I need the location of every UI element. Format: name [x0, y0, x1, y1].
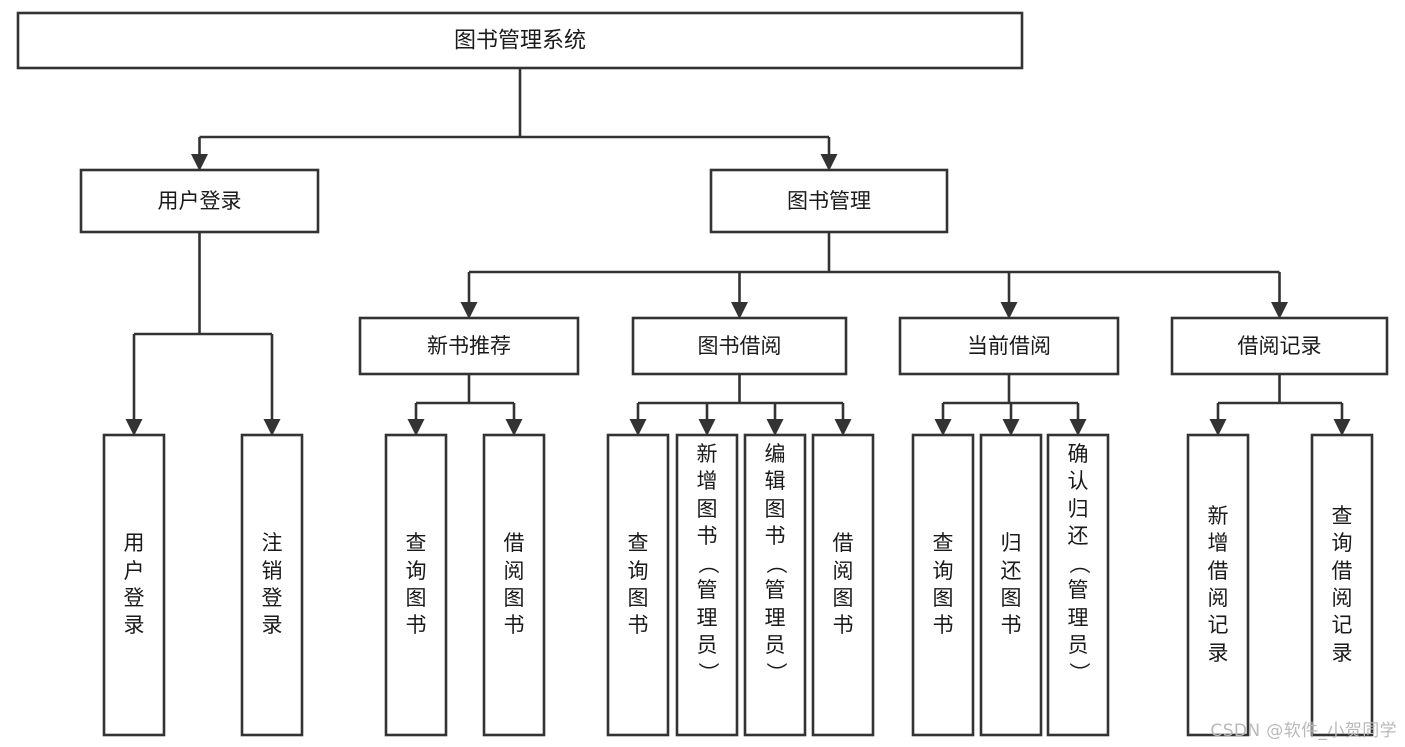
node-leaf-query-book[interactable]: [606, 433, 670, 737]
node-box-leaf-add-record: [1186, 433, 1250, 737]
node-box-leaf-logout: [240, 433, 304, 737]
node-box-leaf-edit-book: [743, 433, 807, 737]
node-box-book-manage: [709, 168, 949, 234]
node-label-new-book-recommend: 新书推荐: [427, 334, 511, 358]
node-box-leaf-add-book: [675, 433, 739, 737]
node-label-book-manage: 图书管理: [787, 189, 871, 213]
node-book-manage[interactable]: 图书管理: [709, 168, 949, 234]
node-leaf-borrow-book-rec[interactable]: [482, 433, 546, 737]
node-box-leaf-borrow-book: [811, 433, 875, 737]
node-leaf-user-login[interactable]: [102, 433, 166, 737]
connector-group-book-manage: [460, 232, 1288, 319]
node-leaf-query-book-rec[interactable]: [384, 433, 448, 737]
node-book-borrow[interactable]: 图书借阅: [631, 316, 848, 376]
connector-group-book-borrow: [629, 374, 852, 436]
node-box-new-book-recommend: [358, 316, 580, 376]
node-new-book-recommend[interactable]: 新书推荐: [358, 316, 580, 376]
connector-group-user-login: [125, 232, 281, 436]
connector-group-root: [191, 68, 838, 171]
node-box-leaf-query-book-cur: [911, 433, 975, 737]
node-box-leaf-query-book-rec: [384, 433, 448, 737]
node-leaf-add-book[interactable]: [675, 433, 739, 737]
node-leaf-return-book[interactable]: [979, 433, 1043, 737]
node-box-borrow-record: [1170, 316, 1389, 376]
node-box-leaf-return-book: [979, 433, 1043, 737]
node-box-root: [16, 11, 1024, 70]
watermark-text: CSDN @软件_小贺同学: [1210, 721, 1397, 741]
node-label-borrow-record: 借阅记录: [1238, 334, 1322, 358]
node-root[interactable]: 图书管理系统: [16, 11, 1024, 70]
node-leaf-query-book-cur[interactable]: [911, 433, 975, 737]
node-box-leaf-user-login: [102, 433, 166, 737]
connector-group-new-book-recommend: [407, 374, 523, 436]
node-label-root: 图书管理系统: [454, 29, 586, 54]
node-current-borrow[interactable]: 当前借阅: [898, 316, 1120, 376]
node-leaf-confirm-return[interactable]: [1046, 433, 1110, 737]
node-leaf-edit-book[interactable]: [743, 433, 807, 737]
node-label-book-borrow: 图书借阅: [698, 334, 782, 358]
node-box-leaf-query-book: [606, 433, 670, 737]
node-leaf-query-record[interactable]: [1310, 433, 1374, 737]
node-box-leaf-borrow-book-rec: [482, 433, 546, 737]
connector-group-borrow-record: [1209, 374, 1351, 436]
node-label-current-borrow: 当前借阅: [967, 334, 1051, 358]
node-box-current-borrow: [898, 316, 1120, 376]
node-leaf-add-record[interactable]: [1186, 433, 1250, 737]
connector-group-current-borrow: [934, 374, 1087, 436]
node-box-book-borrow: [631, 316, 848, 376]
node-box-user-login: [79, 168, 320, 234]
node-user-login[interactable]: 用户登录: [79, 168, 320, 234]
node-box-leaf-confirm-return: [1046, 433, 1110, 737]
node-borrow-record[interactable]: 借阅记录: [1170, 316, 1389, 376]
node-leaf-logout[interactable]: [240, 433, 304, 737]
node-leaf-borrow-book[interactable]: [811, 433, 875, 737]
node-label-user-login: 用户登录: [158, 189, 242, 213]
node-box-leaf-query-record: [1310, 433, 1374, 737]
